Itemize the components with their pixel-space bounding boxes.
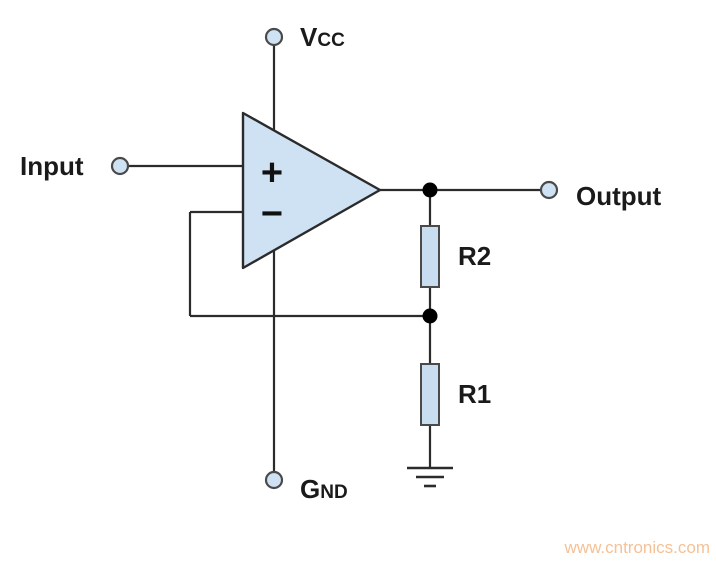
opamp-minus-sign: − [261,193,283,235]
input-label: Input [20,151,84,181]
feedback-junction-dot [422,308,438,324]
vcc-label-suffix: CC [317,30,345,51]
input-terminal [110,156,130,176]
vcc-terminal [264,27,284,47]
vcc-label: VCC [300,22,345,52]
terminals [110,27,559,490]
resistor-r1 [420,363,440,426]
r1-label: R1 [458,379,491,409]
watermark: www.cntronics.com [564,538,710,557]
gnd-label: GND [300,474,348,504]
gnd-terminal [264,470,284,490]
vcc-label-prefix: V [300,22,318,52]
opamp-triangle [241,111,382,270]
ground-symbol [407,466,453,488]
output-junction-dot [422,182,438,198]
junctions [422,182,438,324]
resistors [420,225,440,426]
opamp-plus-sign: + [261,152,283,194]
resistor-r2 [420,225,440,288]
gnd-label-suffix: ND [320,482,347,503]
opamp: + − [241,111,382,270]
labels: VCC Input Output R2 R1 GND [20,22,662,504]
output-terminal [539,180,559,200]
output-label: Output [576,181,662,211]
r2-label: R2 [458,241,491,271]
gnd-label-prefix: G [300,474,320,504]
